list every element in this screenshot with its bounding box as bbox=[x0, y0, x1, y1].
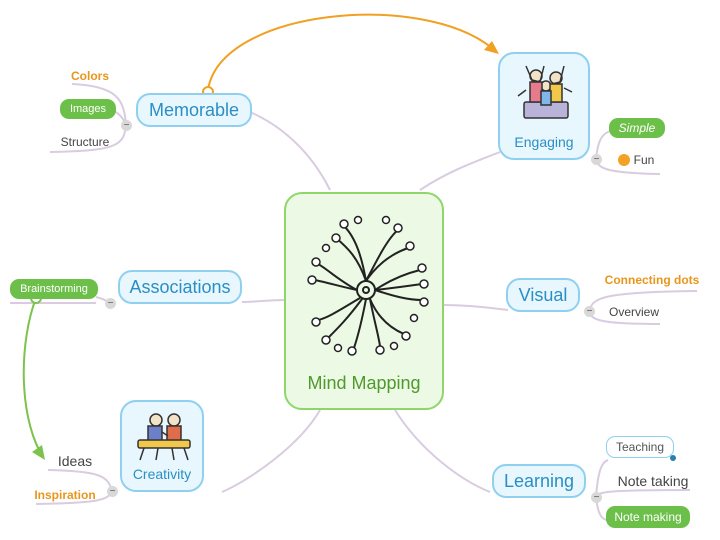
arrowhead-green bbox=[32, 445, 45, 460]
leaf-simple[interactable]: Simple bbox=[609, 118, 665, 138]
branch-engaging[interactable]: Engaging bbox=[498, 52, 590, 160]
gear-network-icon bbox=[307, 215, 429, 356]
leaf-overview[interactable]: Overview bbox=[608, 305, 659, 319]
connector-note-taking bbox=[595, 489, 691, 498]
branch-memorable[interactable]: Memorable bbox=[136, 93, 252, 127]
leaf-fun[interactable]: Fun bbox=[616, 151, 656, 169]
arrowhead-orange bbox=[484, 41, 499, 54]
celebrating-people-icon bbox=[517, 65, 573, 119]
branch-visual-label: Visual bbox=[518, 284, 568, 305]
branch-associations-label: Associations bbox=[129, 276, 231, 297]
leaf-structure[interactable]: Structure bbox=[60, 135, 110, 149]
connector-engaging bbox=[419, 151, 501, 191]
leaf-colors[interactable]: Colors bbox=[70, 69, 109, 83]
relation-dot-teaching bbox=[670, 455, 676, 461]
branch-learning[interactable]: Learning bbox=[492, 464, 586, 498]
leaf-connecting-dots[interactable]: Connecting dots bbox=[604, 273, 700, 287]
leaf-images[interactable]: Images bbox=[60, 99, 116, 119]
collapse-associations-button[interactable]: − bbox=[105, 298, 116, 309]
branch-creativity-label: Creativity bbox=[132, 466, 192, 482]
relation-arrow-memorable-engaging bbox=[207, 13, 493, 91]
branch-visual[interactable]: Visual bbox=[506, 278, 580, 312]
connector-creativity bbox=[221, 409, 321, 493]
leaf-inspiration[interactable]: Inspiration bbox=[34, 488, 96, 502]
connector-visual bbox=[443, 304, 509, 311]
connector-memorable bbox=[249, 111, 331, 191]
branch-creativity[interactable]: Creativity bbox=[120, 400, 204, 492]
connector-learning bbox=[394, 409, 491, 493]
connector-associations bbox=[241, 299, 285, 303]
leaf-note-making[interactable]: Note making bbox=[606, 506, 690, 528]
branch-associations[interactable]: Associations bbox=[118, 270, 242, 304]
connector-teaching bbox=[595, 459, 609, 498]
branch-memorable-label: Memorable bbox=[148, 99, 240, 120]
leaf-ideas[interactable]: Ideas bbox=[57, 453, 93, 469]
relation-arrow-brainstorming-ideas bbox=[22, 297, 41, 453]
connector-colors bbox=[71, 83, 127, 126]
branch-learning-label: Learning bbox=[503, 470, 575, 491]
central-topic-label: Mind Mapping bbox=[307, 373, 421, 393]
smiley-icon bbox=[617, 154, 630, 166]
collapse-creativity-button[interactable]: − bbox=[107, 486, 118, 497]
central-topic[interactable]: Mind Mapping bbox=[284, 192, 444, 410]
leaf-brainstorming[interactable]: Brainstorming bbox=[10, 279, 98, 299]
artists-painting-icon bbox=[137, 413, 191, 461]
collapse-learning-button[interactable]: − bbox=[591, 492, 602, 503]
leaf-note-taking[interactable]: Note taking bbox=[617, 473, 689, 489]
leaf-teaching[interactable]: Teaching bbox=[606, 436, 674, 458]
branch-engaging-label: Engaging bbox=[514, 134, 574, 150]
collapse-memorable-button[interactable]: − bbox=[121, 120, 132, 131]
collapse-visual-button[interactable]: − bbox=[584, 306, 595, 317]
collapse-engaging-button[interactable]: − bbox=[591, 154, 602, 165]
